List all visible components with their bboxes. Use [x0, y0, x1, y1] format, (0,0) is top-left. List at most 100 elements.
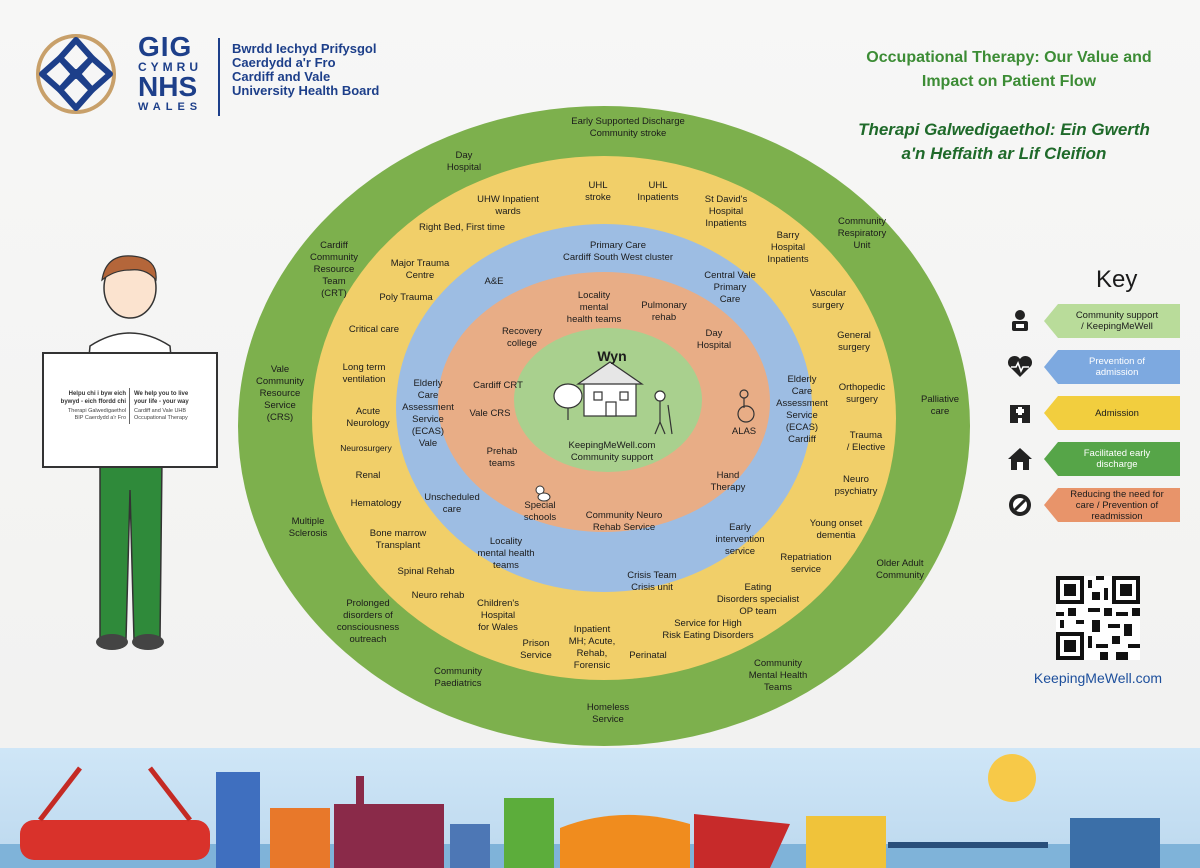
ring-label: Hand Therapy	[710, 470, 746, 493]
ring-label: Neurosurgery	[340, 443, 392, 453]
elderly-person-illustration	[654, 390, 673, 435]
ring-label: Poly Trauma	[379, 292, 433, 303]
ring-label: Bone marrow Transplant	[369, 528, 427, 551]
ring-label: Unscheduled care	[424, 492, 480, 515]
ring-label: Older Adult Community	[875, 558, 925, 581]
ring-label: Day Hospital	[696, 328, 732, 351]
ring-label: Prison Service	[520, 638, 552, 661]
ring-label: Acute Neurology	[346, 406, 390, 429]
key-item: Facilitated early discharge	[1006, 442, 1180, 476]
key-title: Key	[1096, 266, 1138, 293]
person-laptop-icon	[1006, 307, 1034, 335]
ring-label: Multiple Sclerosis	[288, 516, 328, 539]
ring-label: Homeless Service	[586, 702, 630, 725]
ring-label: Vascular surgery	[809, 288, 847, 311]
ring-label: Young onset dementia	[809, 518, 863, 541]
ring-label: Community Paediatrics	[433, 666, 483, 689]
ring-label: Vale CRS	[469, 408, 511, 419]
ring-label: Palliative care	[920, 394, 960, 417]
key-item: Reducing the need for care / Prevention …	[1006, 488, 1180, 522]
ring-label: Elderly Care Assessment Service (ECAS) V…	[402, 378, 454, 449]
ring-label: Elderly Care Assessment Service (ECAS) C…	[776, 374, 828, 445]
title-welsh: Therapi Galwedigaethol: Ein Gwerth a'n H…	[858, 120, 1150, 163]
key-item: Prevention of admission	[1006, 350, 1180, 384]
ring-label: Cardiff Community Resource Team (CRT)	[309, 240, 359, 299]
ring-label: Repatriation service	[780, 552, 832, 575]
ring-label: Locality mental health teams	[566, 290, 622, 325]
prohibited-icon	[1006, 491, 1034, 519]
ring-label: Service for High Risk Eating Disorders	[662, 618, 754, 641]
ring-label: UHL stroke	[585, 180, 611, 203]
key-item-label: Admission	[1044, 396, 1180, 430]
ring-label: Renal	[355, 470, 381, 481]
ring-label: Primary Care Cardiff South West cluster	[562, 240, 674, 263]
ring-label: UHL Inpatients	[637, 180, 679, 203]
logo-wales: WALES	[138, 101, 203, 113]
center-sub-1: KeepingMeWell.com	[568, 440, 656, 451]
logo-nhs: NHS	[138, 71, 198, 102]
ring-label: Orthopedic surgery	[838, 382, 886, 405]
ring-label: Community Respiratory Unit	[837, 216, 887, 251]
center-name: Wyn	[597, 348, 627, 364]
ring-label: Vale Community Resource Service (CRS)	[255, 364, 305, 423]
sign-divider	[129, 388, 130, 424]
ring-label: Prehab teams	[486, 446, 518, 469]
ring-label: Crisis Team Crisis unit	[627, 570, 677, 593]
key-item-label: Community support / KeepingMeWell	[1044, 304, 1180, 338]
ring-label: Central Vale Primary Care	[704, 270, 756, 305]
hospital-icon	[1006, 399, 1034, 427]
tree-illustration	[553, 383, 583, 420]
heartbeat-icon	[1006, 353, 1034, 381]
key-item: Admission	[1006, 396, 1180, 430]
ring-label: St David's Hospital Inpatients	[704, 194, 748, 229]
key-item-label: Facilitated early discharge	[1044, 442, 1180, 476]
house-illustration	[576, 361, 644, 417]
ring-label: Hematology	[350, 498, 402, 509]
title-english: Occupational Therapy: Our Value and Impa…	[866, 49, 1152, 90]
ring-label: Recovery college	[501, 326, 543, 349]
ring-label: General surgery	[837, 330, 871, 353]
ring-label: Neuro rehab	[411, 590, 465, 601]
ring-label: Prolonged disorders of consciousness out…	[336, 598, 400, 645]
ring-label: Children's Hospital for Wales	[477, 598, 519, 633]
ring-label: Long term ventilation	[342, 362, 386, 385]
ring-label: Major Trauma Centre	[390, 258, 450, 281]
alas-label: ALAS	[731, 426, 757, 437]
center-sub-2: Community support	[570, 452, 654, 463]
ring-label: Day Hospital	[446, 150, 482, 173]
ring-label: Inpatient MH; Acute, Rehab, Forensic	[568, 624, 616, 671]
ring-label: Community Neuro Rehab Service	[585, 510, 663, 533]
ring-label: Barry Hospital Inpatients	[767, 230, 809, 265]
ring-label: Cardiff CRT	[473, 380, 523, 391]
ring-label: Eating Disorders specialist OP team	[716, 582, 800, 617]
ring-label: Perinatal	[629, 650, 667, 661]
wheelchair-illustration	[737, 389, 755, 423]
ring-label: Neuro psychiatry	[834, 474, 878, 497]
ring-label: Pulmonary rehab	[641, 300, 687, 323]
qr-code-icon[interactable]	[1056, 576, 1140, 660]
ring-label: Locality mental health teams	[477, 536, 535, 571]
ring-label: UHW Inpatient wards	[477, 194, 539, 217]
logo-gig: GIG	[138, 31, 193, 62]
nhs-logo: GIG CYMRU NHS WALES Bwrdd Iechyd Prifysg…	[26, 32, 386, 122]
cardiff-skyline	[0, 748, 1200, 868]
key-item: Community support / KeepingMeWell	[1006, 304, 1180, 338]
logo-cymru: CYMRU	[138, 60, 202, 74]
celtic-knot-icon	[36, 34, 116, 114]
ring-label: Critical care	[348, 324, 400, 335]
health-board-name: Bwrdd Iechyd Prifysgol Caerdydd a'r Fro …	[232, 41, 380, 98]
logo-divider	[218, 38, 220, 116]
keepingmewell-link[interactable]: KeepingMeWell.com	[1033, 670, 1163, 686]
key-item-label: Prevention of admission	[1044, 350, 1180, 384]
ring-label: Spinal Rehab	[397, 566, 455, 577]
ring-label: Right Bed, First time	[418, 222, 506, 233]
ring-label: Community Mental Health Teams	[748, 658, 808, 693]
house-icon	[1006, 445, 1034, 473]
key-item-label: Reducing the need for care / Prevention …	[1044, 488, 1180, 522]
